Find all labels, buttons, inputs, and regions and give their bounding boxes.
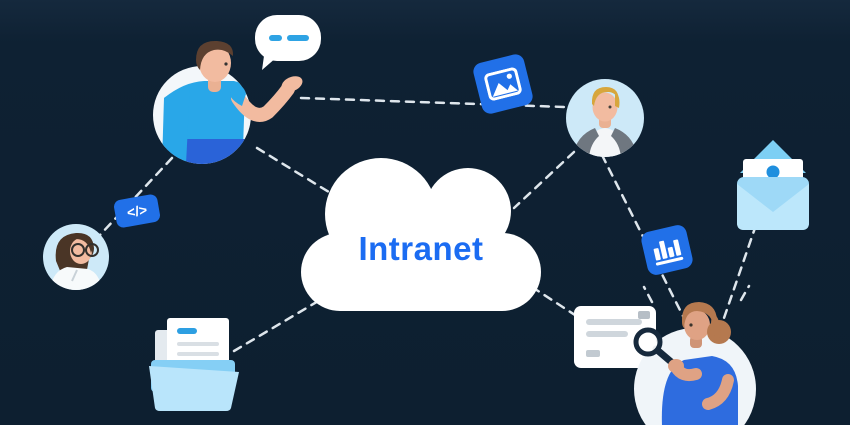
face: [684, 310, 710, 340]
card-text-line: [586, 319, 642, 325]
envelope-front: [737, 184, 809, 230]
hair-front: [66, 234, 93, 253]
searching-woman-avatar: [633, 302, 756, 425]
mail-icon: [737, 140, 809, 230]
dashed-connector: [530, 285, 580, 319]
hand: [668, 359, 684, 373]
image-badge: [471, 52, 535, 116]
glasses-lens: [85, 243, 99, 257]
folder-front: [149, 366, 239, 411]
dashed-connector: [299, 96, 567, 109]
chat-bubble-icon: [255, 15, 321, 61]
folder-documents-icon: [149, 318, 239, 411]
eye: [689, 323, 693, 327]
hair-side: [615, 92, 620, 108]
sleeve: [230, 84, 246, 106]
eye: [608, 105, 612, 109]
chat-dash: [269, 35, 282, 41]
cloud-shape: [301, 233, 541, 311]
shirt-fold: [71, 269, 78, 282]
doc-line: [177, 352, 219, 356]
glasses-person-avatar: [43, 224, 109, 290]
image-icon: [484, 67, 522, 101]
eye: [224, 62, 228, 66]
face: [199, 44, 231, 82]
open-hand: [281, 76, 303, 92]
dashed-connector: [722, 223, 758, 320]
letter-seal: [766, 165, 780, 179]
blond-hair: [591, 87, 620, 106]
card-chip: [586, 350, 600, 357]
hair: [681, 302, 718, 330]
bar-chart-badge: [639, 223, 695, 277]
bar-chart-icon: [653, 239, 684, 266]
presenter-man-avatar: [153, 40, 303, 164]
card-text-line: [586, 331, 628, 337]
spark-tick: [739, 284, 751, 302]
hair-side: [710, 312, 721, 338]
doc-line: [177, 342, 219, 346]
dashed-connector: [512, 150, 576, 210]
chat-dash: [287, 35, 309, 41]
hair: [196, 40, 234, 70]
code-icon: </>: [125, 201, 149, 221]
face: [592, 92, 618, 122]
doc-title-bar: [177, 328, 197, 334]
arm-bent: [702, 374, 734, 410]
spark-tick: [642, 285, 654, 304]
card-button: [638, 311, 650, 319]
dashed-connector: [255, 146, 339, 199]
shirt: [50, 267, 102, 290]
glasses-lens: [71, 243, 85, 257]
blond-man-avatar: [566, 79, 644, 157]
dashed-connector: [232, 298, 322, 353]
magnifier-lens: [633, 327, 663, 357]
intranet-title: Intranet: [358, 230, 484, 267]
arm: [231, 82, 295, 122]
